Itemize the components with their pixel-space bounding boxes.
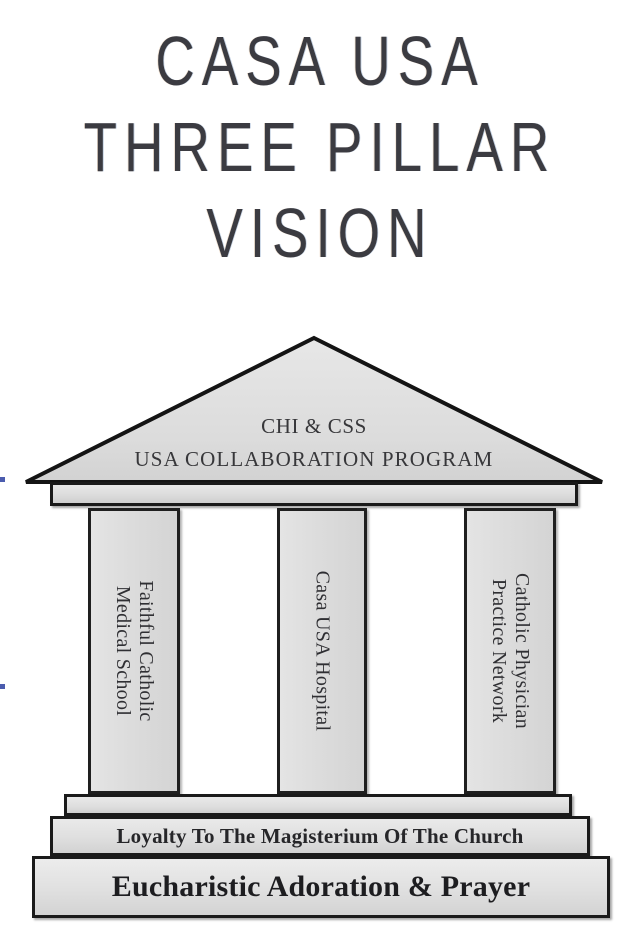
pillar-2-label-line-1: Casa USA Hospital [311, 570, 334, 732]
scan-artifact-dot-top [0, 477, 5, 482]
pillar-3-label-line-1: Catholic Physician [511, 573, 533, 729]
pediment-label-line-2: USA COLLABORATION PROGRAM [134, 447, 494, 471]
scan-artifact-dot-bottom [0, 684, 5, 689]
pillar-1-label-line-2: Medical School [112, 585, 134, 717]
page-title: CASA USA THREE PILLAR VISION [0, 18, 640, 276]
pillar-2-label: Casa USA Hospital [311, 571, 334, 732]
pillar-3-label: Catholic Physician Practice Network [487, 573, 533, 729]
pediment-label-line-1: CHI & CSS [261, 414, 367, 438]
pillar-casa-usa-hospital: Casa USA Hospital [277, 508, 367, 794]
base-tier-foundation: Eucharistic Adoration & Prayer [32, 856, 610, 918]
base-tier-magisterium-label: Loyalty To The Magisterium Of The Church [116, 823, 524, 848]
pillar-catholic-physician-practice-network: Catholic Physician Practice Network [464, 508, 556, 794]
base-plinth-strip [64, 794, 572, 816]
entablature-beam [50, 482, 578, 506]
pillar-3-label-line-2: Practice Network [488, 578, 510, 724]
pillar-faithful-catholic-medical-school: Faithful Catholic Medical School [88, 508, 180, 794]
base-tier-foundation-label: Eucharistic Adoration & Prayer [111, 870, 531, 903]
pillar-1-label: Faithful Catholic Medical School [111, 580, 157, 721]
page-title-line-2: THREE PILLAR [83, 108, 557, 186]
page-title-line-1: CASA USA [155, 22, 485, 100]
pillar-1-label-line-1: Faithful Catholic [135, 580, 157, 722]
base-tier-magisterium: Loyalty To The Magisterium Of The Church [50, 816, 590, 856]
page-title-line-3: VISION [206, 194, 434, 272]
